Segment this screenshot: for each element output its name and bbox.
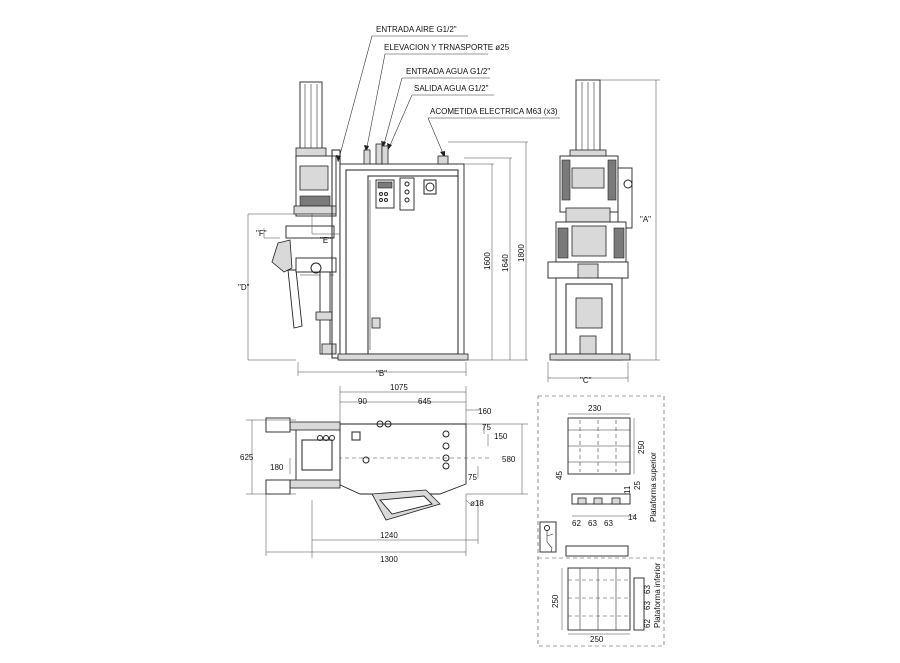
dim-1075: 1075: [390, 383, 408, 392]
upper-dim-63a: 63: [588, 519, 597, 528]
callouts: ENTRADA AIRE G1/2" ELEVACION Y TRNASPORT…: [336, 25, 560, 163]
dim-F: "F": [256, 229, 267, 238]
lower-dim-63b: 63: [643, 601, 652, 610]
lower-dim-62: 62: [643, 619, 652, 628]
dim-D: "D": [238, 283, 250, 292]
callout-water-outlet: SALIDA AGUA G1/2": [414, 84, 489, 93]
callout-air-inlet: ENTRADA AIRE G1/2": [376, 25, 457, 34]
upper-platform-title: Plataforma superior: [649, 452, 658, 522]
front-view: "D" "F" "E" "B" 1600 1640 1800: [238, 81, 528, 378]
dim-230: 230: [588, 404, 602, 413]
lower-platform-title: Plataforma inferior: [653, 562, 662, 628]
callout-lift-transport: ELEVACION Y TRNASPORTE ø25: [384, 43, 510, 52]
dim-580: 580: [502, 455, 516, 464]
upper-dim-63b: 63: [604, 519, 613, 528]
lower-dim-250-h: 250: [590, 635, 604, 644]
upper-dim-25: 25: [633, 481, 642, 490]
dim-B: "B": [376, 369, 387, 378]
dim-A: "A": [640, 215, 651, 224]
callout-electric-feed: ACOMETIDA ELECTRICA M63 (x3): [430, 107, 558, 116]
dim-90: 90: [358, 397, 367, 406]
upper-dim-45: 45: [555, 471, 564, 480]
upper-dim-62: 62: [572, 519, 581, 528]
dim-150: 150: [494, 432, 508, 441]
dim-1600: 1600: [483, 252, 492, 270]
upper-dim-250: 250: [637, 440, 646, 454]
dim-o18: ø18: [470, 499, 484, 508]
plan-view: 1075 90 645 160 580 75 150 75: [240, 383, 528, 564]
dim-160: 160: [478, 407, 492, 416]
side-view: "A" "C": [547, 79, 660, 385]
lower-dim-250-v: 250: [551, 594, 560, 608]
platform-details: 230 250 45 11 25 62 63 63 14 Plataforma …: [537, 395, 665, 647]
dim-1300: 1300: [380, 555, 398, 564]
dim-1640: 1640: [501, 254, 510, 272]
dim-75-top: 75: [482, 423, 491, 432]
upper-dim-11: 11: [623, 485, 632, 494]
dim-75-bottom: 75: [468, 473, 477, 482]
dim-625: 625: [240, 453, 254, 462]
dim-C: "C": [580, 376, 592, 385]
dim-1800: 1800: [517, 244, 526, 262]
dim-E: "E": [320, 236, 331, 245]
dim-1240: 1240: [380, 531, 398, 540]
dim-645: 645: [418, 397, 432, 406]
upper-dim-14: 14: [628, 513, 637, 522]
lower-dim-63a: 63: [643, 585, 652, 594]
dim-180: 180: [270, 463, 284, 472]
callout-water-inlet: ENTRADA AGUA G1/2": [406, 67, 490, 76]
